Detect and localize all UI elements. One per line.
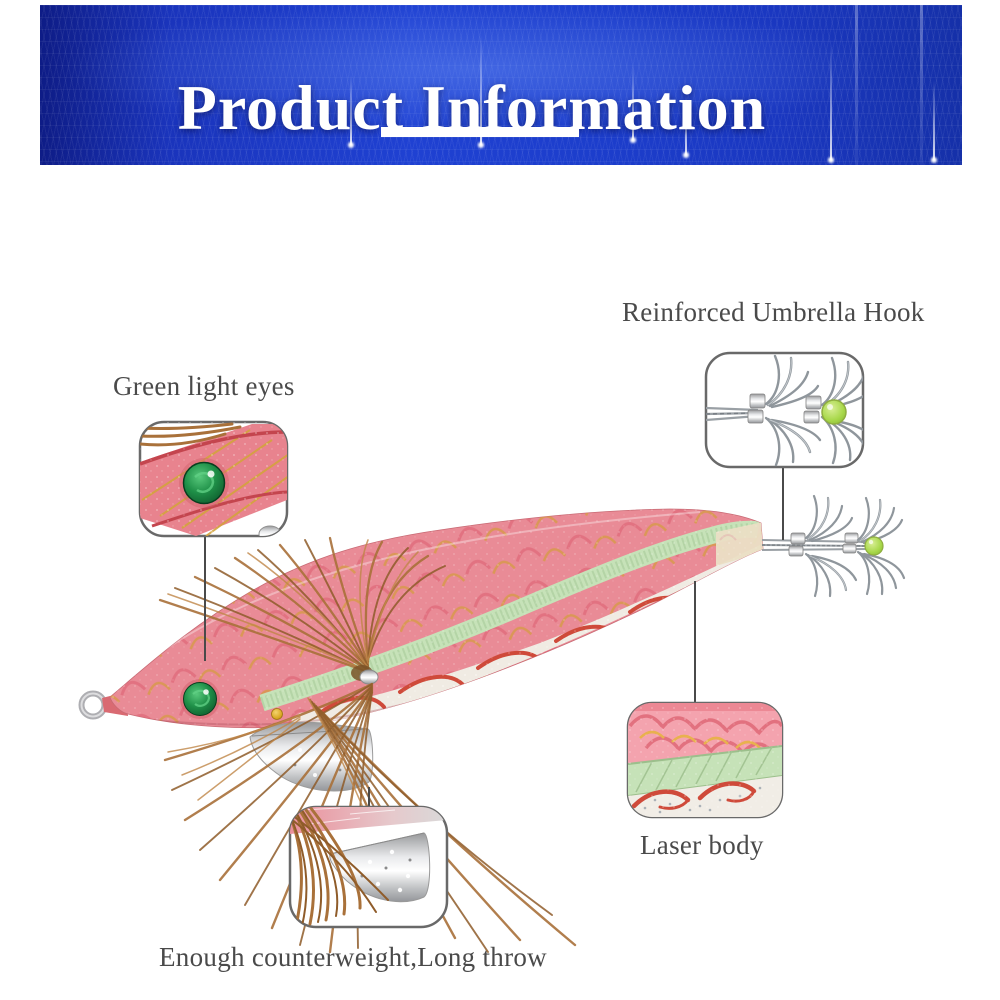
laser-body-inset [626,701,784,819]
callout-label-umbrella-hook: Reinforced Umbrella Hook [622,297,925,327]
counterweight-inset [288,805,449,929]
banner-underline [381,127,579,137]
callout-label-green-light-eyes: Green light eyes [113,371,295,401]
banner-panel-seam [920,5,923,165]
banner-light-streak [685,95,687,155]
banner-light-streak [933,80,935,160]
callout-label-laser-body: Laser body [640,830,764,860]
callout-lines [204,468,784,806]
umbrella-hooks [761,494,906,598]
banner-light-streak [480,35,482,145]
banner-light-streak [632,65,634,140]
dorsal-feathers [158,536,446,674]
callout-label-counterweight: Enough counterweight,Long throw [159,942,547,972]
gold-bead [271,708,283,720]
glow-tip [864,536,884,556]
banner-light-streak [830,45,832,160]
banner-panel-seam [855,5,858,165]
feather-wrap [351,665,379,685]
hook-detail-inset [704,351,865,469]
banner-light-streak [350,75,352,145]
banner: Product Information [40,5,962,165]
eye-detail-inset [138,420,289,538]
lure-eye [180,679,220,719]
